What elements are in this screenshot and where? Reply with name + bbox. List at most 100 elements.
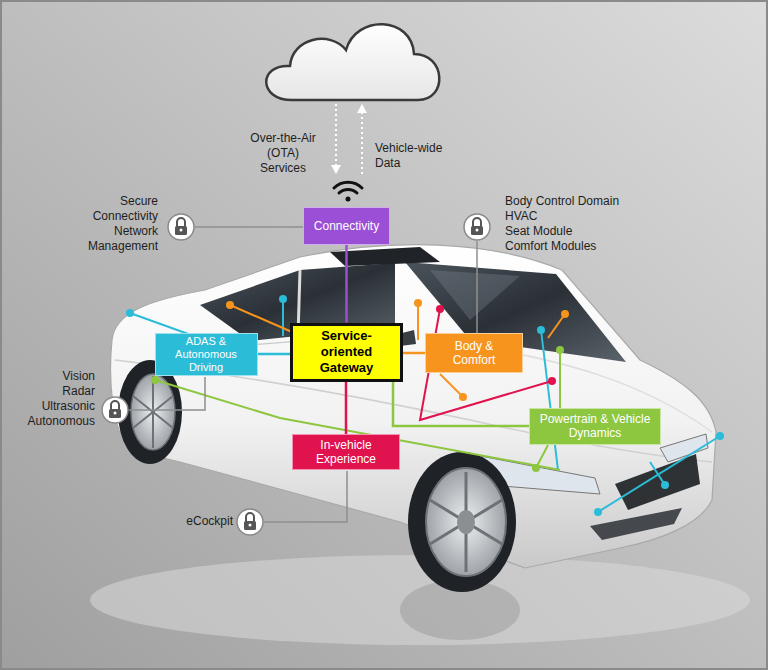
lock-icon xyxy=(175,226,187,235)
wifi-symbol xyxy=(334,182,362,201)
lock-icon xyxy=(180,229,183,232)
network-wires xyxy=(417,303,419,340)
callout-label: Vehicle-wide Data xyxy=(375,141,453,171)
callout-label: Over-the-Air (OTA) Services xyxy=(243,131,323,176)
box-label: Powertrain & Vehicle Dynamics xyxy=(535,412,655,440)
network-wires xyxy=(155,380,560,470)
data-flow-arrows xyxy=(357,104,367,113)
domain-box: Powertrain & Vehicle Dynamics xyxy=(529,408,661,445)
connector-line xyxy=(403,352,425,355)
network-wires xyxy=(230,305,292,332)
lock-icon xyxy=(102,397,128,423)
lock-icon xyxy=(168,214,194,240)
car-front xyxy=(615,454,700,510)
car-windows xyxy=(430,270,520,320)
lock-icon xyxy=(464,214,490,240)
network-wires xyxy=(230,303,565,397)
network-wires xyxy=(598,436,720,512)
lock-icon xyxy=(168,214,194,240)
data-flow-arrows xyxy=(331,104,367,174)
network-wires xyxy=(548,314,565,338)
box-label: Connectivity xyxy=(314,219,379,233)
lock-icon xyxy=(102,397,128,423)
box-label: In-vehicle Experience xyxy=(303,438,389,466)
network-wires xyxy=(130,299,720,512)
lock-icon xyxy=(471,226,483,235)
cloud-symbol xyxy=(266,24,439,100)
wifi-symbol xyxy=(334,182,362,188)
data-flow-arrows xyxy=(331,165,341,174)
gateway-box: Service-oriented Gateway xyxy=(290,323,403,382)
lock-icon xyxy=(249,524,252,527)
network-wires xyxy=(151,376,159,384)
lock-icon xyxy=(109,409,121,418)
car-wheels xyxy=(408,452,516,592)
network-wires xyxy=(532,464,540,472)
callout-label: Vision xyxy=(12,369,95,384)
callout-label: Secure Connectivity Network Management xyxy=(70,194,158,254)
network-wires xyxy=(556,346,564,354)
car-wheels xyxy=(430,500,502,544)
car-wheels xyxy=(430,500,502,544)
callout-label: Autonomous xyxy=(12,414,95,429)
car-wheels xyxy=(133,396,173,428)
data-flow-arrows xyxy=(361,112,363,174)
connector-line xyxy=(393,382,529,427)
car-wheels xyxy=(426,468,506,576)
callout-label: Body Control Domain xyxy=(505,194,665,209)
leader-lines xyxy=(264,471,347,522)
lock-icon xyxy=(237,509,263,535)
lock-icon xyxy=(177,218,185,226)
callout-label: Radar xyxy=(12,384,95,399)
network-wires xyxy=(282,299,284,336)
network-wires xyxy=(650,462,665,485)
car-reflection xyxy=(90,555,750,645)
connector-line xyxy=(345,382,348,435)
callout-label: HVAC xyxy=(505,209,665,224)
network-wires xyxy=(279,295,287,303)
data-flow-arrows xyxy=(335,104,337,166)
network-wires xyxy=(436,305,444,313)
lock-icon xyxy=(464,214,490,240)
wifi-symbol xyxy=(346,197,351,202)
connector-line xyxy=(258,353,291,356)
car-wheels xyxy=(133,376,173,448)
network-wires xyxy=(420,309,552,420)
lock-icon xyxy=(473,218,481,226)
car-front xyxy=(590,508,682,540)
car-wheels xyxy=(131,374,175,450)
network-wires xyxy=(226,301,234,309)
callout-label: Ultrasonic xyxy=(12,399,95,414)
network-wires xyxy=(126,309,134,317)
lock-icon xyxy=(237,509,263,535)
lock-icon xyxy=(476,229,479,232)
domain-box: ADAS & Autonomous Driving xyxy=(155,333,258,376)
network-wires xyxy=(126,295,724,516)
wifi-symbol xyxy=(339,189,357,193)
car-reflection xyxy=(90,555,750,645)
domain-box: Connectivity xyxy=(303,207,390,245)
network-wires xyxy=(661,481,669,489)
domain-box: Body & Comfort xyxy=(425,333,523,373)
callout-label: Comfort Modules xyxy=(505,239,665,254)
callout-label: eCockpit xyxy=(160,514,233,529)
connector-line xyxy=(345,245,348,323)
network-wires xyxy=(541,330,558,470)
network-wires xyxy=(559,350,561,410)
lock-icon xyxy=(246,513,254,521)
network-wires xyxy=(561,310,569,318)
network-wires xyxy=(126,295,724,516)
network-wires xyxy=(226,299,569,401)
network-wires xyxy=(537,326,545,334)
leader-lines xyxy=(129,377,205,410)
leader-lines xyxy=(476,241,478,333)
domain-box: In-vehicle Experience xyxy=(292,434,400,470)
network-wires xyxy=(594,508,602,516)
car-wheels xyxy=(133,396,173,428)
car-windows xyxy=(200,247,626,362)
lock-icon xyxy=(114,412,117,415)
